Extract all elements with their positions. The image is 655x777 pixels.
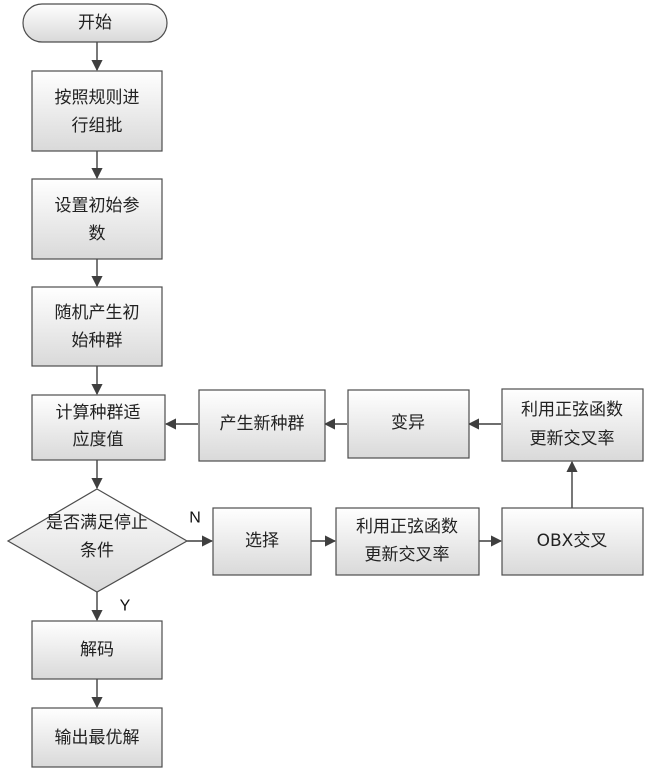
node-sine-mutation-rate-line2: 更新交叉率 — [530, 429, 615, 449]
node-group-batch-line1: 按照规则进 — [55, 88, 140, 108]
node-sine-mutation-rate: 利用正弦函数 更新交叉率 — [502, 389, 643, 461]
node-set-params: 设置初始参 数 — [32, 179, 162, 259]
edges — [97, 42, 572, 707]
node-sine-crossover-rate-line1: 利用正弦函数 — [356, 517, 458, 537]
node-compute-fitness-line1: 计算种群适 — [56, 403, 141, 423]
node-output-best: 输出最优解 — [32, 708, 162, 767]
node-new-population-label: 产生新种群 — [220, 414, 305, 434]
node-sine-mutation-rate-line1: 利用正弦函数 — [521, 400, 623, 420]
node-group-batch: 按照规则进 行组批 — [32, 71, 162, 151]
node-mutation-label: 变异 — [391, 413, 425, 433]
node-new-population: 产生新种群 — [199, 390, 325, 461]
node-start-label: 开始 — [78, 13, 112, 33]
node-sine-crossover-rate: 利用正弦函数 更新交叉率 — [336, 508, 479, 575]
node-output-best-label: 输出最优解 — [55, 728, 140, 748]
node-mutation: 变异 — [348, 390, 469, 458]
branch-label-yes: Y — [120, 598, 131, 615]
node-set-params-line1: 设置初始参 — [55, 196, 140, 216]
branch-label-no: N — [189, 510, 201, 527]
node-start: 开始 — [23, 4, 167, 42]
node-set-params-line2: 数 — [89, 224, 106, 244]
node-stop-decision-line1: 是否满足停止 — [46, 513, 148, 533]
node-select-label: 选择 — [245, 531, 279, 551]
node-init-population-line2: 始种群 — [72, 331, 123, 351]
node-obx-crossover: OBX交叉 — [502, 508, 643, 575]
node-group-batch-line2: 行组批 — [72, 116, 123, 136]
node-sine-crossover-rate-line2: 更新交叉率 — [365, 545, 450, 565]
node-init-population: 随机产生初 始种群 — [32, 287, 162, 366]
node-decode: 解码 — [32, 621, 162, 679]
node-decode-label: 解码 — [80, 640, 114, 660]
node-compute-fitness: 计算种群适 应度值 — [32, 395, 165, 460]
node-select: 选择 — [213, 508, 311, 575]
node-stop-decision: 是否满足停止 条件 — [8, 489, 187, 592]
node-stop-decision-line2: 条件 — [80, 541, 114, 561]
node-obx-crossover-label: OBX交叉 — [537, 531, 608, 551]
node-init-population-line1: 随机产生初 — [55, 303, 140, 323]
node-compute-fitness-line2: 应度值 — [73, 430, 124, 450]
